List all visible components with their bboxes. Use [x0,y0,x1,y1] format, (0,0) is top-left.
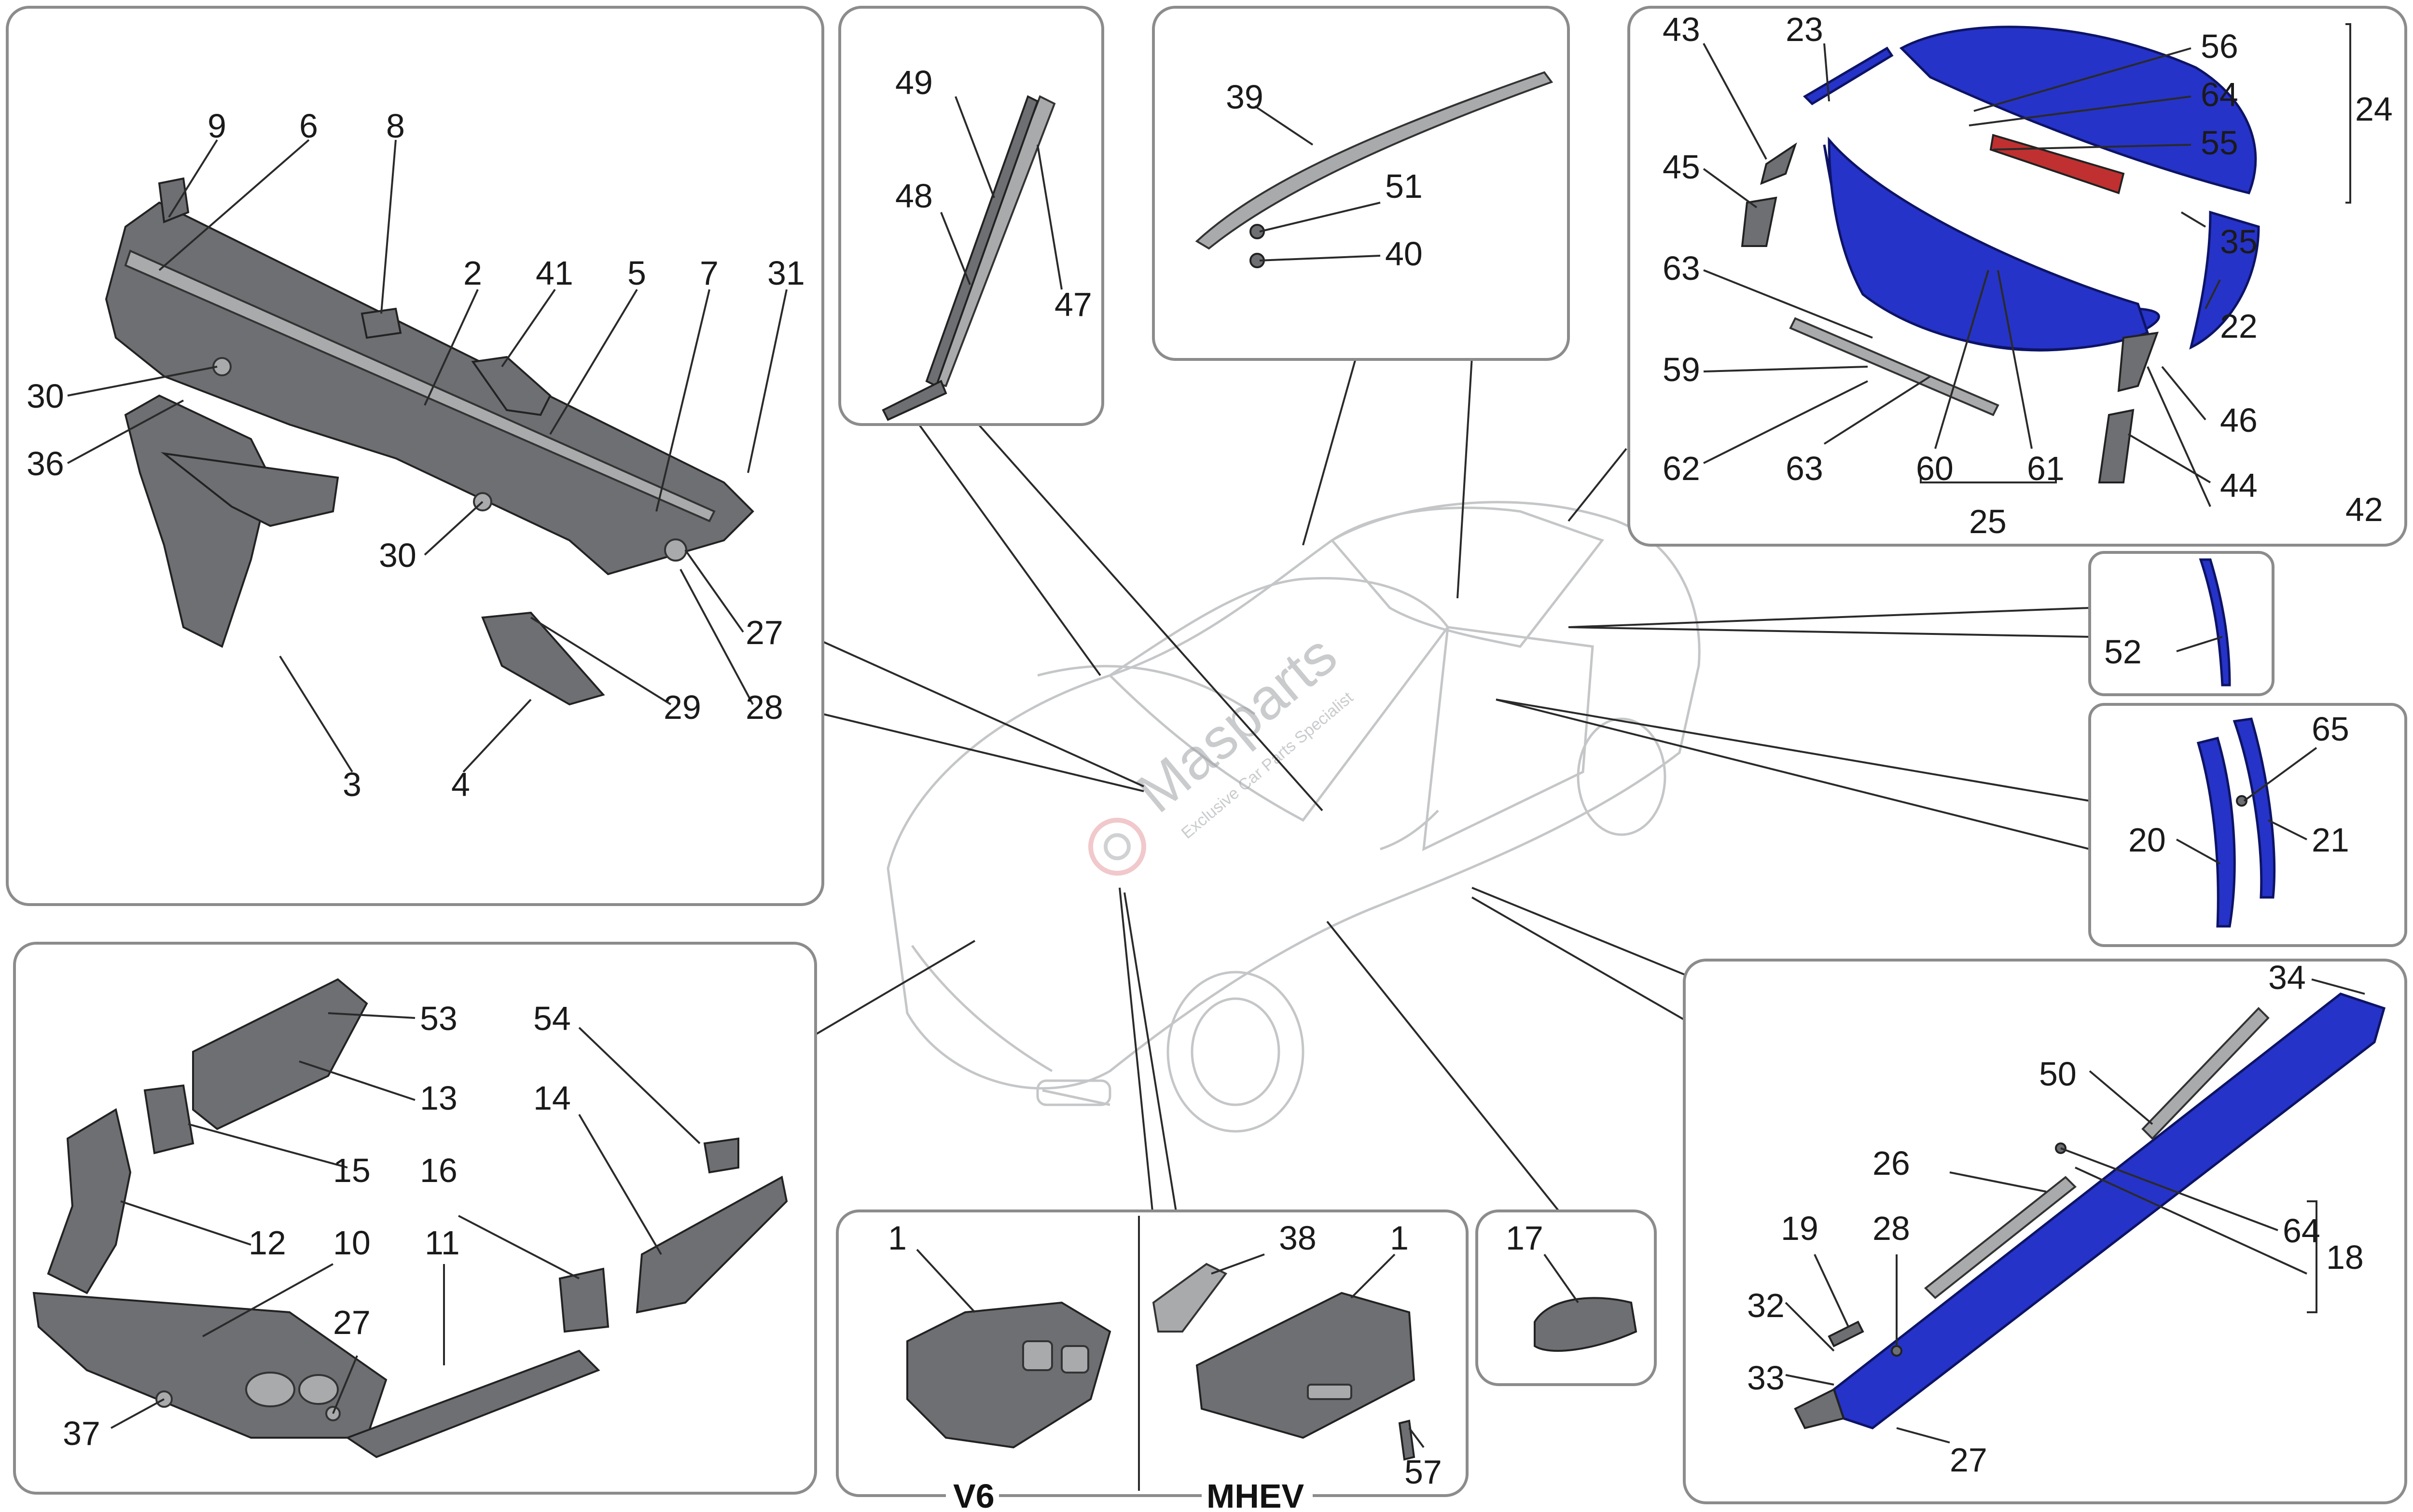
callout-label: 32 [1747,1287,1785,1324]
callout-label: 2 [463,254,482,292]
spoiler-parts [1741,26,2260,483]
callout-label: 5 [627,254,646,292]
callout-label: 1 [1390,1219,1409,1257]
callout-label: 62 [1663,450,1700,487]
callout-label: 51 [1385,167,1423,205]
callout-label: 56 [2201,27,2238,65]
callout-label: 43 [1663,11,1700,48]
underhood-callouts: 53 54 13 14 15 16 12 10 11 27 37 [63,1000,571,1452]
panel-roof-molding: 39 51 40 [1152,6,1570,361]
callout-label: 53 [420,1000,458,1037]
callout-label: 35 [2220,223,2258,261]
section-label-v6: V6 [953,1477,995,1512]
callout-label: 30 [27,377,64,415]
callout-label: 12 [249,1224,286,1262]
callout-label: 16 [420,1152,458,1189]
callout-label: 45 [1663,148,1700,186]
callout-label: 63 [1663,249,1700,287]
callout-label: 46 [2220,401,2258,439]
panel-side-skirt: 34 50 64 26 19 28 18 32 33 27 [1683,959,2407,1504]
callout-label: 41 [536,254,573,292]
callout-label: 8 [386,107,405,145]
callout-label: 36 [27,445,64,482]
panel-door-handle: 17 [1475,1210,1657,1386]
callout-label: 39 [1226,78,1263,116]
callout-label: 52 [2104,633,2142,671]
callout-label: 28 [1872,1210,1910,1247]
callout-label: 27 [1950,1441,1987,1479]
callout-label: 7 [700,254,719,292]
cowl-callouts: 9 6 8 2 41 5 7 31 30 36 30 27 28 29 3 4 [27,107,805,803]
callout-label: 65 [2312,710,2349,748]
callout-label: 11 [425,1224,460,1262]
callout-label: 28 [746,688,783,726]
callout-label: 63 [1786,450,1823,487]
callout-label: 55 [2201,124,2238,162]
spoiler-leaders [1703,23,2351,507]
callout-label: 9 [208,107,226,145]
callout-label: 47 [1054,286,1092,323]
callout-label: 1 [888,1219,907,1257]
callout-label: 6 [299,107,318,145]
callout-label: 10 [333,1224,371,1262]
skirt-parts [1794,992,2386,1430]
callout-label: 57 [1404,1453,1442,1491]
skirt-callouts: 34 50 64 26 19 28 18 32 33 27 [1747,959,2364,1479]
section-label-mhev: MHEV [1206,1477,1304,1512]
cowl-parts [105,177,754,706]
watermark: Masparts Exclusive Car Parts Specialist [1088,622,1357,876]
callout-label: 34 [2268,959,2306,996]
callout-label: 18 [2326,1238,2364,1276]
callout-label: 27 [333,1304,371,1341]
callout-label: 33 [1747,1359,1785,1397]
panel-engine-cover: 1 38 1 57 V6 MHEV [836,1210,1469,1512]
callout-label: 38 [1279,1219,1317,1257]
callout-label: 44 [2220,467,2258,504]
callout-label: 42 [2345,491,2383,528]
callout-label: 15 [333,1152,371,1189]
underhood-parts [32,978,788,1458]
panel-underhood: 53 54 13 14 15 16 12 10 11 27 37 [13,942,817,1495]
skirt-leaders [1785,978,2365,1443]
panel-a-pillar-trim: 49 48 47 [838,6,1104,426]
callout-label: 25 [1969,503,2007,540]
car-outline [887,501,1701,1133]
callout-label: 24 [2355,90,2393,128]
spoiler-callouts: 43 23 56 64 24 55 45 35 63 22 46 59 62 6… [1663,11,2393,540]
callout-label: 61 [2027,450,2065,487]
callout-label: 37 [63,1415,100,1452]
callout-label: 21 [2312,821,2349,859]
panel-pillar-covers: 65 20 21 [2088,703,2407,947]
callout-label: 29 [664,688,701,726]
callout-label: 59 [1663,351,1700,388]
callout-label: 22 [2220,307,2258,345]
callout-label: 30 [379,536,416,574]
callout-label: 14 [533,1079,571,1117]
callout-label: 60 [1916,450,1954,487]
callout-label: 49 [895,64,933,101]
callout-label: 23 [1786,11,1823,48]
panel-cowl: 9 6 8 2 41 5 7 31 30 36 30 27 28 29 3 4 [6,6,824,906]
callout-label: 54 [533,1000,571,1037]
callout-label: 20 [2128,821,2166,859]
callout-label: 19 [1781,1210,1818,1247]
callout-label: 64 [2283,1212,2320,1250]
callout-label: 27 [746,614,783,651]
callout-label: 64 [2201,76,2238,113]
callout-label: 31 [767,254,805,292]
underhood-leaders [111,1012,701,1429]
callout-label: 13 [420,1079,458,1117]
callout-label: 17 [1506,1219,1543,1257]
callout-label: 3 [343,766,361,803]
panel-door-trim: 52 [2088,551,2274,696]
callout-label: 48 [895,177,933,215]
cowl-leaders [67,139,788,773]
callout-label: 40 [1385,235,1423,273]
callout-label: 26 [1872,1144,1910,1182]
panel-rear-spoiler: 43 23 56 64 24 55 45 35 63 22 46 59 62 6… [1627,6,2407,547]
callout-label: 4 [451,766,470,803]
callout-label: 50 [2039,1055,2077,1093]
